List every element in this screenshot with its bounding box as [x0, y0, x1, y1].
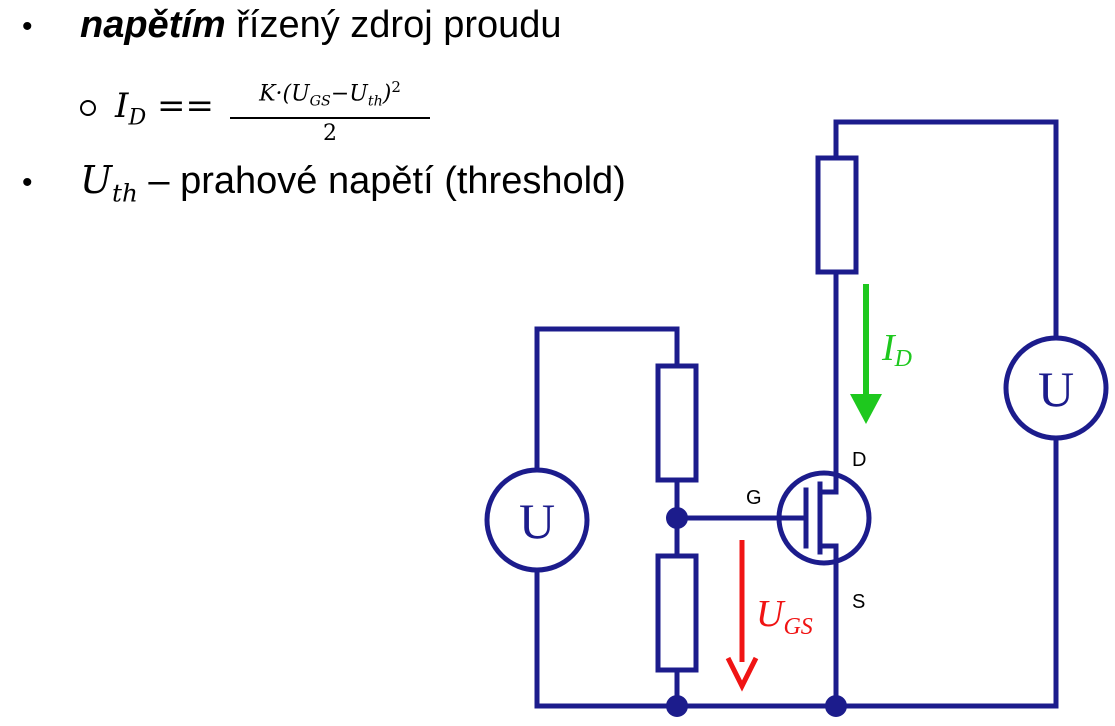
- resistor-divider-top: [655, 363, 699, 483]
- current-label: ID: [881, 327, 912, 372]
- formula-lhs: ID ==: [115, 86, 214, 131]
- voltage-source-right-label: U: [1038, 361, 1074, 417]
- bullet-line-1: napětím řízený zdroj proudu: [80, 4, 562, 47]
- voltage-arrow: [725, 540, 759, 692]
- voltage-label-sub: GS: [783, 614, 812, 640]
- num-sub1: GS: [309, 93, 331, 110]
- sub-bullet-circle: [80, 100, 96, 116]
- uth-var: U: [80, 158, 113, 202]
- bullet-3-text: – prahové napětí (threshold): [137, 160, 626, 202]
- voltage-source-right: [1003, 335, 1109, 441]
- current-label-sub: D: [894, 346, 912, 372]
- gate-label: G: [746, 487, 762, 509]
- bullet-line-3: Uth – prahové napětí (threshold): [80, 158, 626, 208]
- voltage-label-var: U: [756, 593, 786, 635]
- voltage-source-left: [484, 467, 590, 573]
- num-prefix: K·(U: [259, 81, 310, 107]
- junction-gate: [666, 507, 688, 529]
- bullet-dot-3: •: [22, 166, 33, 199]
- fraction-bar: [230, 117, 430, 120]
- current-arrow: [850, 284, 882, 424]
- num-minus: −U: [330, 81, 368, 107]
- uth-sub: th: [112, 178, 138, 208]
- num-sub2: th: [367, 93, 383, 110]
- formula-numerator: K·(UGS−Uth)2: [230, 74, 430, 114]
- formula-lhs-var: I: [115, 86, 129, 126]
- resistor-drain: [815, 155, 859, 275]
- current-label-var: I: [881, 327, 897, 369]
- resistor-divider-bottom: [655, 553, 699, 673]
- bullet-dot-1: •: [22, 10, 33, 43]
- formula-operator: ==: [156, 86, 214, 126]
- num-exp: 2: [391, 78, 401, 96]
- formula-lhs-sub: D: [128, 104, 147, 131]
- bullet-1-text: řízený zdroj proudu: [225, 4, 562, 46]
- drain-label: D: [852, 449, 866, 471]
- num-suffix: ): [382, 81, 392, 107]
- voltage-label: UGS: [756, 593, 813, 640]
- junction-bottom-source: [825, 695, 847, 717]
- bold-word: napětím: [80, 4, 226, 46]
- formula-fraction: K·(UGS−Uth)2 2: [230, 74, 430, 146]
- formula-denominator: 2: [323, 121, 337, 147]
- source-label: S: [852, 591, 865, 613]
- junction-bottom-left: [666, 695, 688, 717]
- voltage-source-left-label: U: [519, 493, 555, 549]
